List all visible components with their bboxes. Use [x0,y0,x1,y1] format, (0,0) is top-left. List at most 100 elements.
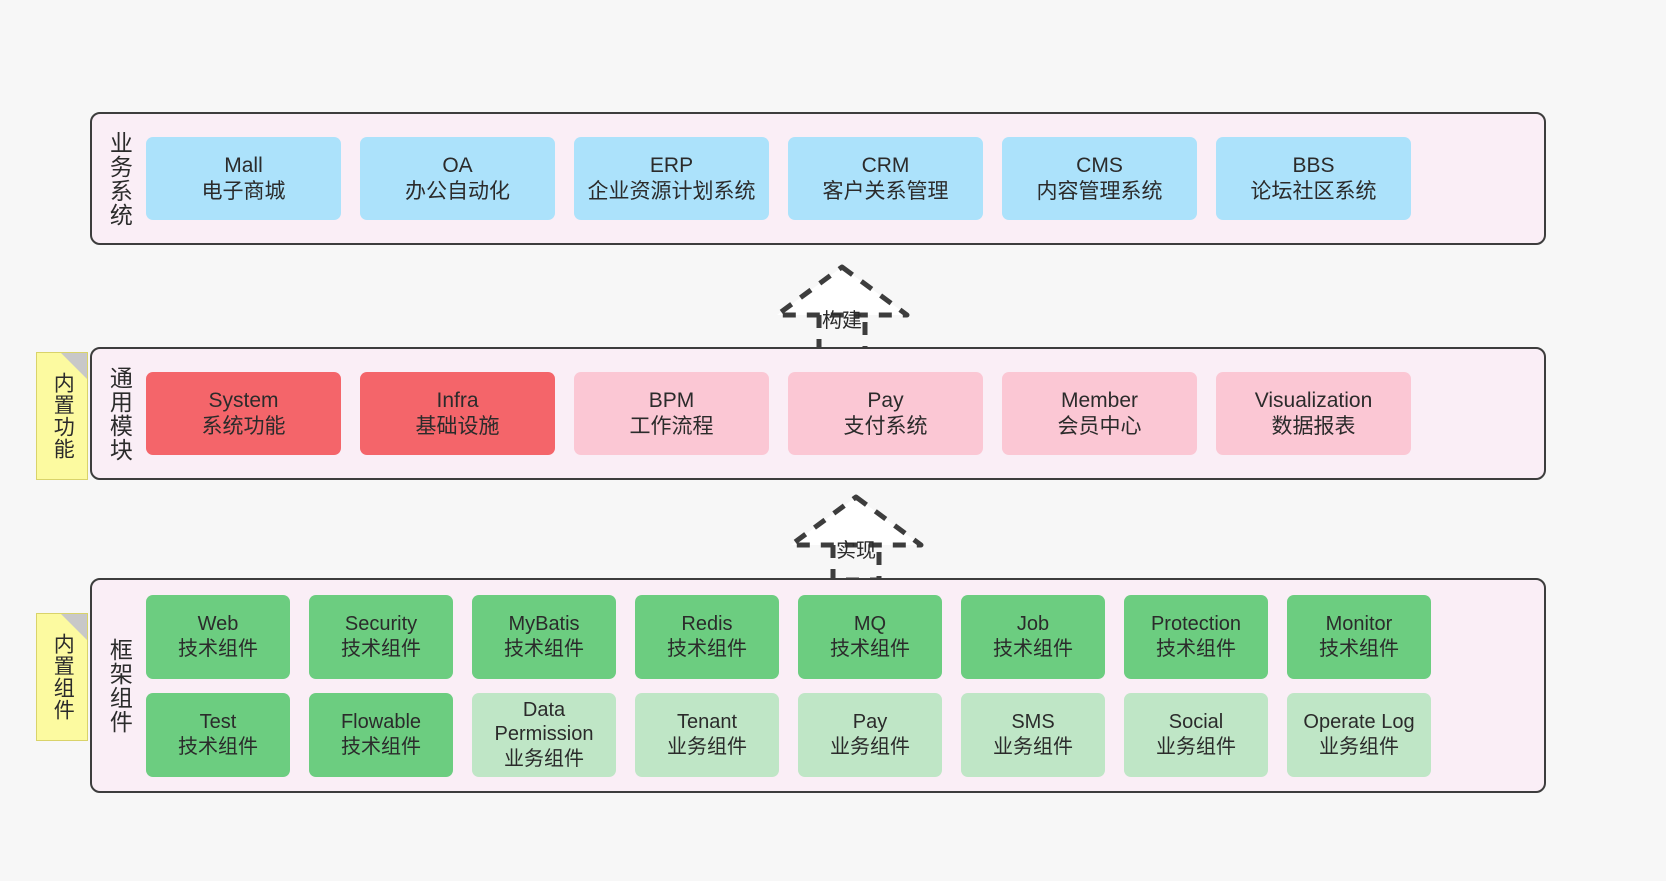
module-node-row: System 系统功能 Infra 基础设施 BPM 工作流程 Pay 支付系统… [146,372,1532,455]
node-erp-title: ERP [649,153,694,177]
node-cms-title: CMS [1076,153,1123,177]
node-cms[interactable]: CMS 内容管理系统 [1002,137,1197,220]
node-tenant-subtitle: 业务组件 [667,735,747,758]
node-flowable[interactable]: Flowable 技术组件 [309,692,453,777]
node-flowable-subtitle: 技术组件 [341,735,421,758]
node-member[interactable]: Member 会员中心 [1002,372,1197,455]
node-web-title: Web [197,612,239,635]
node-security-title: Security [344,612,418,635]
node-mq-subtitle: 技术组件 [830,637,910,660]
node-protection-subtitle: 技术组件 [1156,637,1236,660]
node-test[interactable]: Test 技术组件 [146,692,290,777]
node-job-subtitle: 技术组件 [993,637,1073,660]
node-bbs-title: BBS [1292,153,1335,177]
note-fold-corner-icon [61,614,87,640]
layer-framework-component: 框架组件 Web 技术组件 Security 技术组件 MyBatis 技术组件… [90,578,1546,793]
node-member-subtitle: 会员中心 [1057,414,1142,438]
node-data-permission[interactable]: Data Permission 业务组件 [472,692,616,777]
node-mybatis[interactable]: MyBatis 技术组件 [472,594,616,679]
node-tenant[interactable]: Tenant 业务组件 [635,692,779,777]
node-sms-title: SMS [1011,710,1055,733]
layer-framework-component-label: 框架组件 [106,637,133,734]
node-oa-title: OA [442,153,473,177]
node-operate-log-subtitle: 业务组件 [1319,735,1399,758]
node-system-title: System [208,388,279,412]
note-builtin-component-label: 内置组件 [51,633,75,721]
node-member-title: Member [1060,388,1139,412]
layer-business-system-body: Mall 电子商城 OA 办公自动化 ERP 企业资源计划系统 CRM 客户关系… [146,114,1544,243]
node-social-subtitle: 业务组件 [1156,735,1236,758]
node-redis[interactable]: Redis 技术组件 [635,594,779,679]
node-mq[interactable]: MQ 技术组件 [798,594,942,679]
node-test-subtitle: 技术组件 [178,735,258,758]
node-pay-module[interactable]: Pay 支付系统 [788,372,983,455]
node-tenant-title: Tenant [676,710,738,733]
framework-tech-row: Web 技术组件 Security 技术组件 MyBatis 技术组件 Redi… [146,594,1532,679]
node-pay-component[interactable]: Pay 业务组件 [798,692,942,777]
node-visualization[interactable]: Visualization 数据报表 [1216,372,1411,455]
node-infra[interactable]: Infra 基础设施 [360,372,555,455]
node-oa[interactable]: OA 办公自动化 [360,137,555,220]
node-erp-subtitle: 企业资源计划系统 [587,179,756,203]
node-sms-subtitle: 业务组件 [993,735,1073,758]
node-crm[interactable]: CRM 客户关系管理 [788,137,983,220]
node-mybatis-title: MyBatis [508,612,580,635]
node-bbs-subtitle: 论坛社区系统 [1250,179,1377,203]
node-job-title: Job [1016,612,1050,635]
node-protection[interactable]: Protection 技术组件 [1124,594,1268,679]
connector-implement-label: 实现 [836,540,876,562]
node-mybatis-subtitle: 技术组件 [504,637,584,660]
node-crm-subtitle: 客户关系管理 [822,179,949,203]
node-oa-subtitle: 办公自动化 [405,179,510,203]
node-redis-title: Redis [681,612,733,635]
node-social[interactable]: Social 业务组件 [1124,692,1268,777]
node-job[interactable]: Job 技术组件 [961,594,1105,679]
note-builtin-function-label: 内置功能 [51,372,75,460]
node-bbs[interactable]: BBS 论坛社区系统 [1216,137,1411,220]
node-mall[interactable]: Mall 电子商城 [146,137,341,220]
node-test-title: Test [199,710,237,733]
node-security[interactable]: Security 技术组件 [309,594,453,679]
node-operate-log[interactable]: Operate Log 业务组件 [1287,692,1431,777]
node-security-subtitle: 技术组件 [341,637,421,660]
node-flowable-title: Flowable [340,710,422,733]
layer-common-module: 通用模块 System 系统功能 Infra 基础设施 BPM 工作流程 Pay [90,347,1546,480]
node-mall-subtitle: 电子商城 [201,179,286,203]
note-fold-corner-icon [61,353,87,379]
node-pay-component-title: Pay [852,710,888,733]
node-data-permission-title: Data Permission [494,698,594,746]
business-node-row: Mall 电子商城 OA 办公自动化 ERP 企业资源计划系统 CRM 客户关系… [146,137,1532,220]
layer-common-module-body: System 系统功能 Infra 基础设施 BPM 工作流程 Pay 支付系统… [146,349,1544,478]
node-bpm-subtitle: 工作流程 [629,414,714,438]
node-visualization-title: Visualization [1254,388,1373,412]
node-system-subtitle: 系统功能 [201,414,286,438]
node-data-permission-subtitle: 业务组件 [504,747,584,770]
framework-business-row: Test 技术组件 Flowable 技术组件 Data Permission … [146,692,1532,777]
node-mall-title: Mall [224,153,263,177]
node-mq-title: MQ [853,612,887,635]
note-builtin-component: 内置组件 [36,613,88,741]
node-pay-component-subtitle: 业务组件 [830,735,910,758]
node-monitor[interactable]: Monitor 技术组件 [1287,594,1431,679]
node-system[interactable]: System 系统功能 [146,372,341,455]
node-web-subtitle: 技术组件 [178,637,258,660]
node-monitor-subtitle: 技术组件 [1319,637,1399,660]
node-redis-subtitle: 技术组件 [667,637,747,660]
node-sms[interactable]: SMS 业务组件 [961,692,1105,777]
note-builtin-function: 内置功能 [36,352,88,480]
node-pay-module-title: Pay [867,388,904,412]
layer-business-system: 业务系统 Mall 电子商城 OA 办公自动化 ERP 企业资源计划系统 CRM [90,112,1546,245]
connector-implement: 实现 [776,492,936,592]
node-cms-subtitle: 内容管理系统 [1036,179,1163,203]
node-pay-module-subtitle: 支付系统 [843,414,928,438]
connector-build-label: 构建 [822,310,862,332]
layer-framework-component-body: Web 技术组件 Security 技术组件 MyBatis 技术组件 Redi… [146,580,1544,791]
layer-business-system-label: 业务系统 [106,130,133,227]
node-web[interactable]: Web 技术组件 [146,594,290,679]
node-erp[interactable]: ERP 企业资源计划系统 [574,137,769,220]
node-protection-title: Protection [1150,612,1242,635]
node-bpm[interactable]: BPM 工作流程 [574,372,769,455]
node-infra-title: Infra [436,388,479,412]
node-bpm-title: BPM [648,388,695,412]
